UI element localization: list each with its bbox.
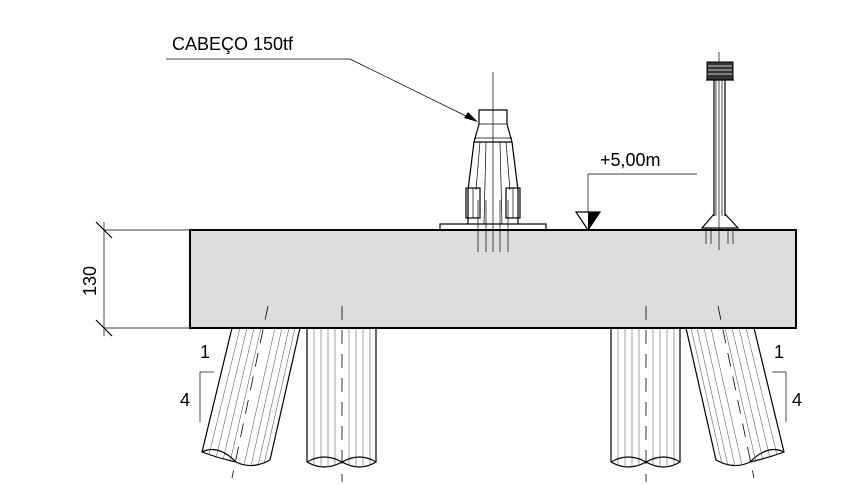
pile-raked-right [685,305,785,479]
elevation-marker [574,173,697,232]
elevation-label: +5,00m [600,150,661,170]
slope-left-run: 1 [200,342,210,362]
bollard-leader-arrow [464,112,478,122]
bollard-label: CABEÇO 150tf [172,34,294,54]
light-post [700,52,740,250]
thickness-dimension [95,221,190,337]
slope-indicator-right [772,371,787,422]
bollard [439,72,547,252]
slope-right-rise: 4 [792,390,802,410]
pile-vertical-right [610,306,681,482]
thickness-label: 130 [80,266,100,296]
slope-indicator-left [199,371,214,422]
pile-vertical-left [306,306,377,482]
slope-left-rise: 4 [180,390,190,410]
slope-right-run: 1 [774,342,784,362]
pile-raked-left [201,305,301,479]
